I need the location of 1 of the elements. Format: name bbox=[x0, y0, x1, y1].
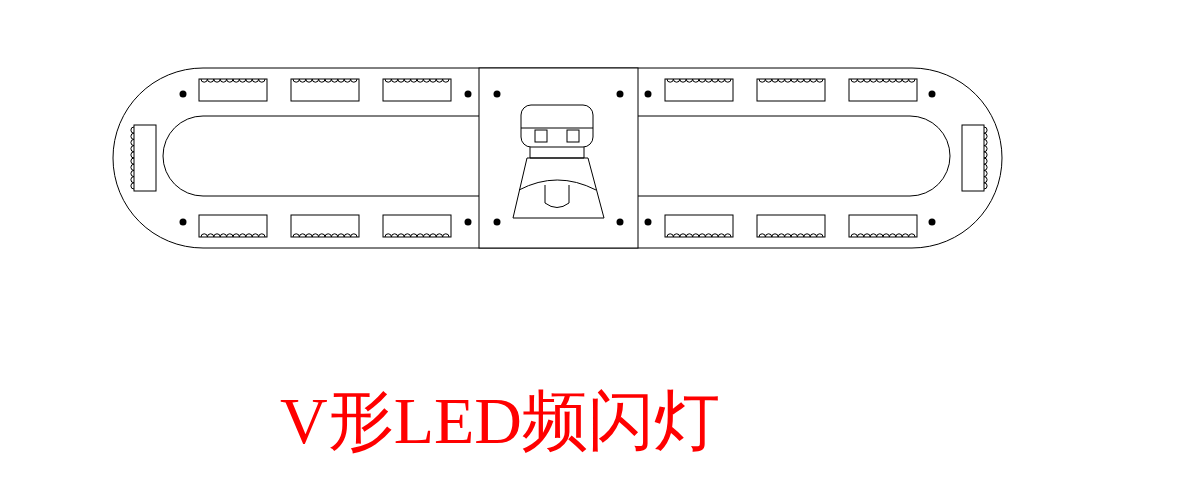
product-caption: V形LED频闪灯 bbox=[280, 388, 720, 454]
